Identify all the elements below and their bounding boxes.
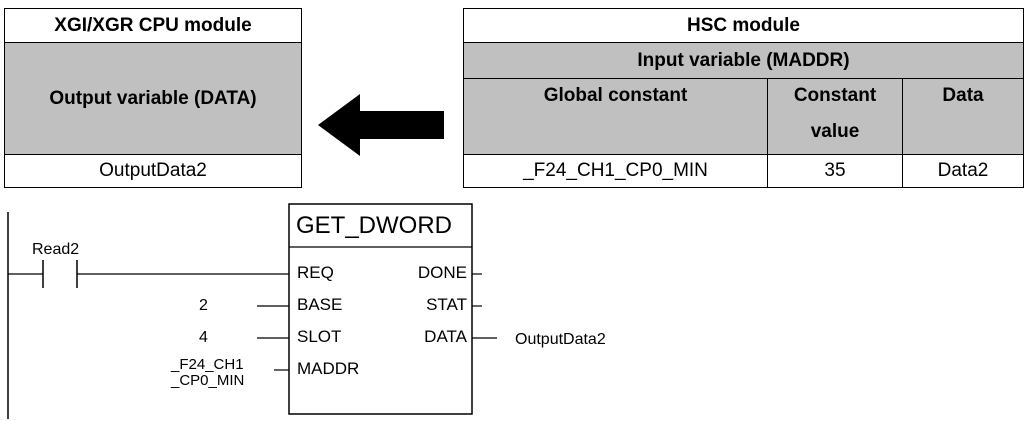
maddr-input-label: MADDR (297, 359, 360, 378)
cpu-table-header: XGI/XGR CPU module (4, 8, 302, 43)
done-output-label: DONE (417, 263, 467, 282)
maddr-value-line2: _CP0_MIN (171, 372, 245, 389)
constant-value-line2: value (810, 121, 860, 142)
stat-output-label: STAT (426, 295, 467, 314)
global-constant-column-header: Global constant (463, 78, 768, 155)
cpu-output-data-value: OutputData2 (4, 154, 302, 188)
hsc-input-variable-header: Input variable (MADDR) (463, 42, 1024, 79)
data-column-header: Data (902, 78, 1024, 155)
data-output-variable: OutputData2 (515, 331, 606, 348)
maddr-value-line1: _F24_CH1 (171, 356, 244, 373)
hsc-module-table: HSC module Input variable (MADDR) Global… (463, 8, 1024, 188)
contact-label: Read2 (32, 241, 80, 258)
function-block-box (288, 203, 473, 415)
constant-value-column-header: Constant value (767, 78, 903, 155)
function-block-name: GET_DWORD (296, 212, 452, 239)
hsc-table-header: HSC module (463, 8, 1024, 43)
constant-value-line1: Constant (793, 85, 877, 106)
data-value: Data2 (902, 154, 1024, 188)
base-value: 2 (199, 297, 208, 314)
constant-value: 35 (767, 154, 903, 188)
cpu-output-variable-label: Output variable (DATA) (4, 42, 302, 155)
base-input-label: BASE (297, 295, 343, 314)
cpu-module-table: XGI/XGR CPU module Output variable (DATA… (4, 8, 302, 188)
req-input-label: REQ (297, 263, 334, 282)
global-constant-value: _F24_CH1_CP0_MIN (463, 154, 768, 188)
data-output-label: DATA (424, 327, 467, 346)
slot-value: 4 (199, 329, 208, 346)
slot-input-label: SLOT (297, 327, 342, 346)
